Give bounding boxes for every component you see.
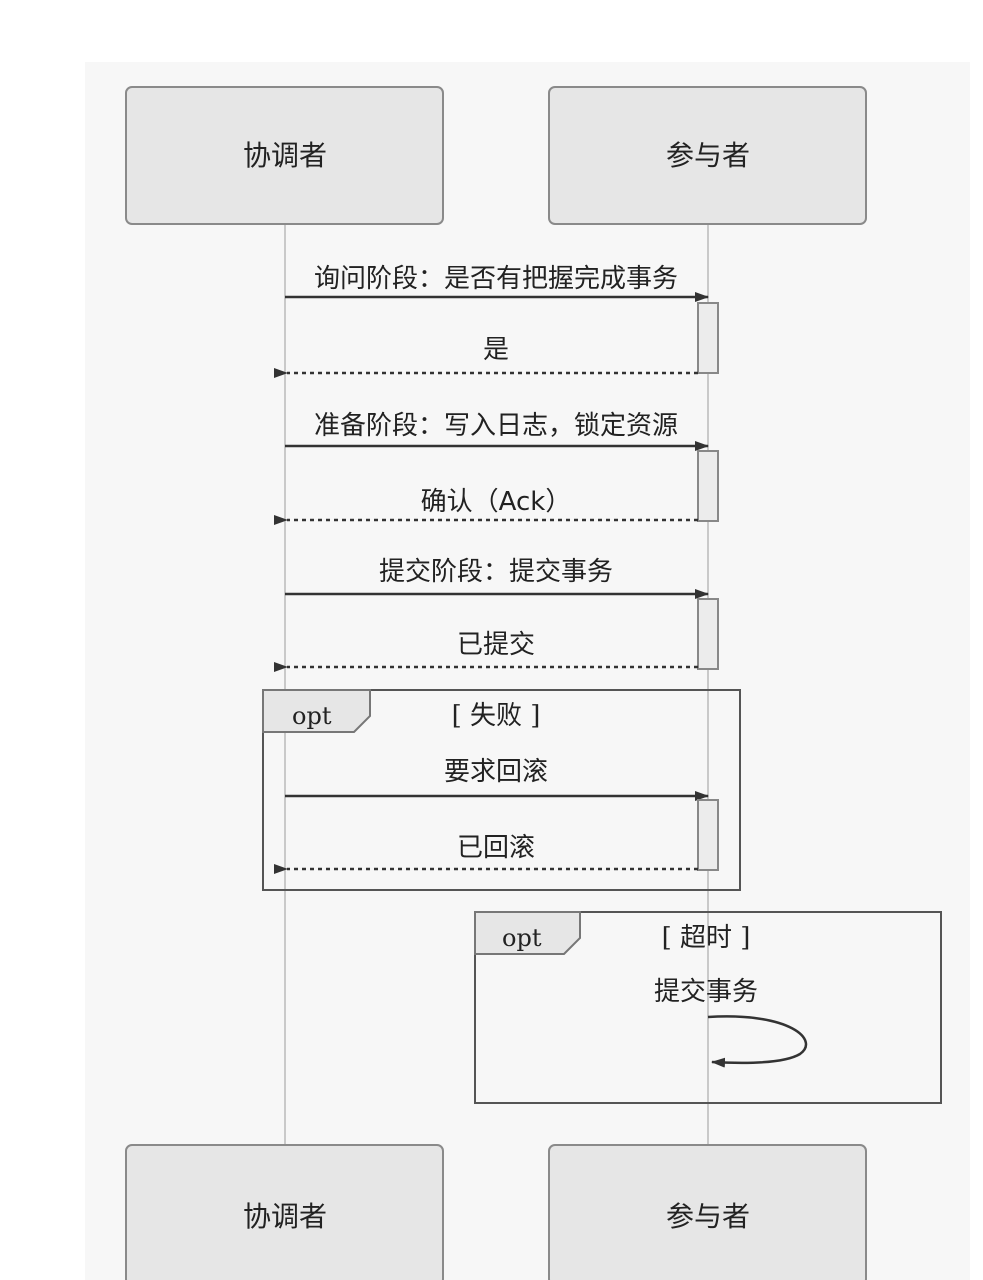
activation-bar: [697, 799, 719, 871]
coordinator-foot-box: 协调者: [125, 1144, 444, 1280]
return-label: 已提交: [457, 630, 535, 660]
guard-condition: [ 失败 ]: [452, 701, 541, 731]
message-label: 准备阶段：写入日志，锁定资源: [314, 411, 678, 441]
coordinator-head-label: 协调者: [243, 139, 327, 172]
participant-foot-box: 参与者: [548, 1144, 867, 1280]
opt-fragment-timeout: opt [ 超时 ]: [474, 911, 942, 1104]
opt-label: opt: [502, 924, 542, 952]
activation-bar: [697, 598, 719, 670]
message-label: 要求回滚: [444, 757, 548, 787]
opt-fragment-failure: opt [ 失败 ]: [262, 689, 741, 891]
participant-foot-label: 参与者: [666, 1200, 750, 1233]
coordinator-foot-label: 协调者: [243, 1200, 327, 1233]
participant-head-label: 参与者: [666, 139, 750, 172]
self-message-arrow: [707, 1015, 808, 1068]
participant-head-box: 参与者: [548, 86, 867, 225]
return-label: 已回滚: [457, 833, 535, 863]
activation-bar: [697, 450, 719, 522]
self-message-label: 提交事务: [654, 977, 758, 1007]
activation-bar: [697, 302, 719, 374]
diagram-background: [85, 62, 970, 1280]
return-label: 是: [483, 335, 509, 365]
opt-label: opt: [292, 702, 332, 730]
message-label: 提交阶段：提交事务: [379, 557, 613, 587]
return-label: 确认（Ack）: [421, 487, 572, 517]
message-label: 询问阶段：是否有把握完成事务: [314, 264, 678, 294]
guard-condition: [ 超时 ]: [662, 923, 751, 953]
coordinator-head-box: 协调者: [125, 86, 444, 225]
